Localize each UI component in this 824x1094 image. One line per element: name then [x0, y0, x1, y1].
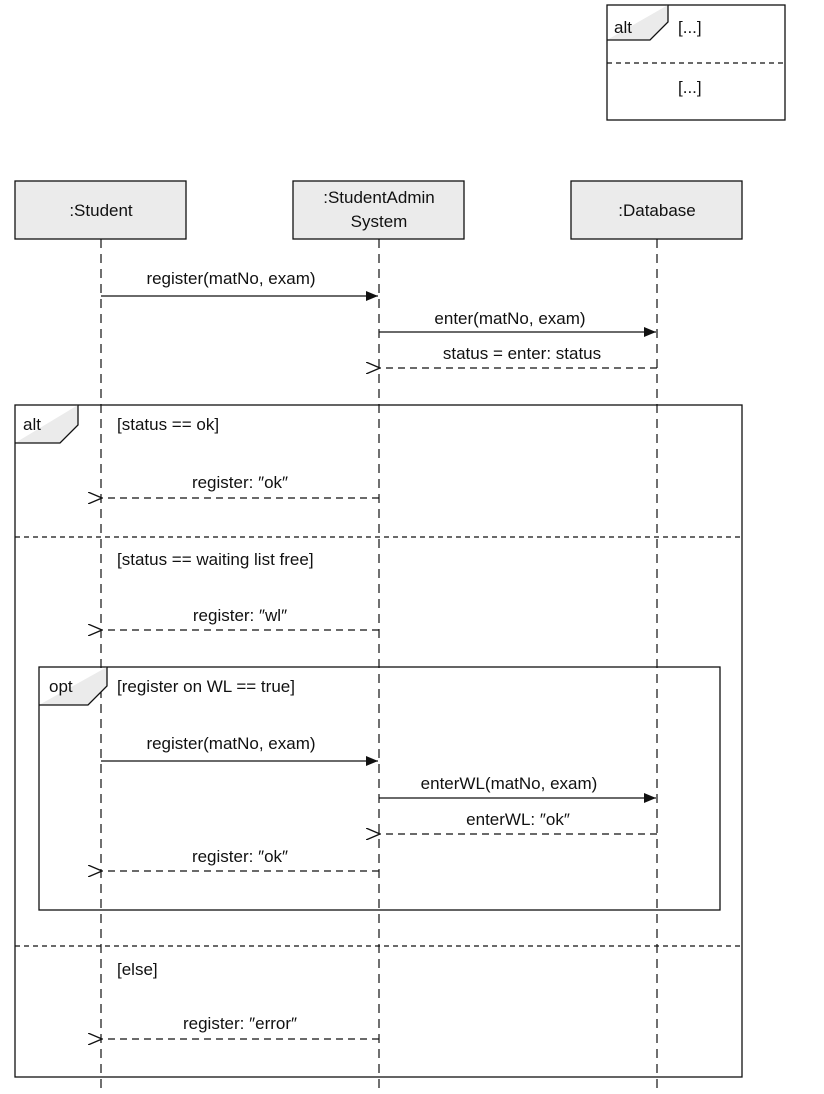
- message-enter: enter(matNo, exam): [379, 309, 656, 337]
- reply-register-error: register: ″error″: [102, 1014, 379, 1039]
- opt-fragment: opt [register on WL == true]: [38, 666, 721, 911]
- lifeline-database-label: :Database: [618, 201, 696, 220]
- lifeline-database-head: :Database: [570, 180, 743, 240]
- lifeline-system-label-line1: :StudentAdmin: [323, 188, 435, 207]
- reply-register-wl: register: ″wl″: [102, 606, 379, 630]
- reply-enterwl-ok: enterWL: ″ok″: [380, 810, 657, 834]
- reply-register-error-label: register: ″error″: [183, 1014, 297, 1033]
- reply-register-ok-label: register: ″ok″: [192, 473, 288, 492]
- opt-operator: opt: [49, 677, 73, 696]
- alt-guard-3: [else]: [117, 960, 158, 979]
- legend-operator: alt: [614, 18, 632, 37]
- lifeline-student-head: :Student: [14, 180, 187, 240]
- alt-frame: [14, 404, 743, 1078]
- reply-status-label: status = enter: status: [443, 344, 601, 363]
- message-register-2-label: register(matNo, exam): [146, 734, 315, 753]
- opt-frame: [38, 666, 721, 911]
- legend-alt-fragment: alt [...] [...]: [606, 4, 786, 121]
- message-enterwl: enterWL(matNo, exam): [379, 774, 656, 803]
- alt-guard-2: [status == waiting list free]: [117, 550, 314, 569]
- legend-guard-bottom: [...]: [678, 78, 702, 97]
- opt-operator-tab: [39, 667, 108, 706]
- alt-guard-1: [status == ok]: [117, 415, 219, 434]
- reply-register-wl-label: register: ″wl″: [193, 606, 287, 625]
- lifeline-system-label-line2: System: [351, 212, 408, 231]
- legend-operator-tab: [607, 5, 669, 41]
- reply-status: status = enter: status: [380, 344, 657, 368]
- alt-fragment: alt [status == ok] [status == waiting li…: [14, 404, 743, 1078]
- message-register-1: register(matNo, exam): [101, 269, 378, 301]
- lifeline-student-label: :Student: [69, 201, 133, 220]
- alt-operator: alt: [23, 415, 41, 434]
- reply-enterwl-ok-label: enterWL: ″ok″: [466, 810, 570, 829]
- reply-register-ok: register: ″ok″: [102, 473, 379, 498]
- reply-register-ok-2: register: ″ok″: [102, 847, 379, 871]
- message-enter-label: enter(matNo, exam): [434, 309, 585, 328]
- reply-register-ok-2-label: register: ″ok″: [192, 847, 288, 866]
- message-enterwl-label: enterWL(matNo, exam): [421, 774, 598, 793]
- message-register-1-label: register(matNo, exam): [146, 269, 315, 288]
- lifeline-system-head: :StudentAdmin System: [292, 180, 465, 240]
- opt-guard: [register on WL == true]: [117, 677, 295, 696]
- alt-operator-tab: [15, 405, 79, 444]
- message-register-2: register(matNo, exam): [101, 734, 378, 766]
- legend-guard-top: [...]: [678, 18, 702, 37]
